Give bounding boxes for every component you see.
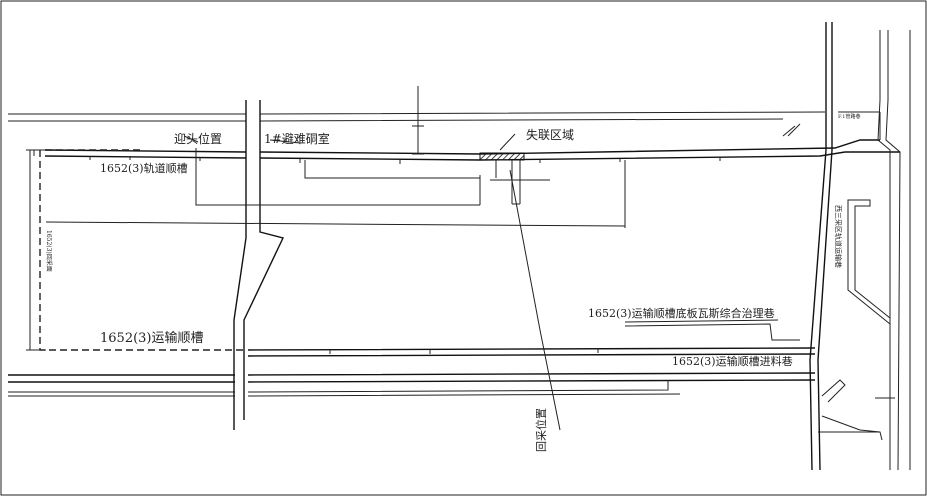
corner-tag: F.1管路巷 [838, 113, 860, 120]
transport-gateway-roadway [8, 347, 816, 397]
working-face-boundary [33, 149, 245, 351]
top-main-roadway [8, 111, 880, 122]
feed-lane-label: 1652(3)运输顺槽进料巷 [672, 354, 793, 368]
gas-control-lane [624, 319, 800, 341]
track-gateway-label: 1652(3)轨道顺槽 [100, 161, 188, 175]
face-length-tag: 1652(3)回采面 [45, 230, 53, 272]
track-gateway-roadway [44, 139, 900, 164]
right-vertical-roadways [782, 22, 911, 471]
dimension-lines [26, 86, 626, 431]
disconnected-area-label: 失联区域 [526, 127, 574, 142]
head-position-label: 迎头位置 [174, 131, 222, 146]
refuge-chamber-label: 1#避难硐室 [264, 131, 330, 146]
disconnected-area-hatch [479, 152, 525, 161]
transport-gateway-label: 1652(3)运输顺槽 [100, 330, 204, 346]
mining-position-label: 回采位置 [534, 408, 548, 452]
gas-control-lane-label: 1652(3)运输顺槽底板瓦斯综合治理巷 [588, 306, 775, 320]
vertical-roadway-tag: 西三采区轨道运输巷 [834, 205, 843, 268]
zigzag-roadway [233, 100, 284, 430]
